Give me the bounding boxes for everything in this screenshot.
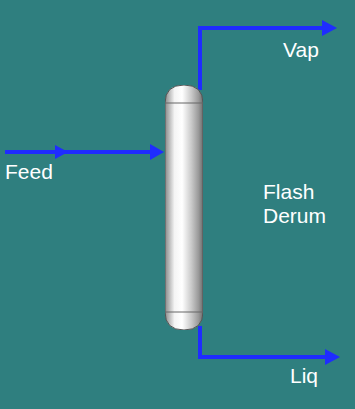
flash-drum: Flash Derum: [165, 85, 203, 330]
feed-line: [5, 150, 152, 154]
arrow-head: [150, 144, 164, 160]
vessel-seam: [165, 312, 203, 313]
stream-label: Feed: [5, 160, 53, 184]
vessel-seam: [165, 103, 203, 104]
vapour-line: [200, 28, 324, 90]
arrow-head: [322, 20, 337, 36]
equipment-name: Flash Derum: [263, 180, 339, 228]
arrow-head: [325, 349, 340, 365]
vessel-outline: [165, 85, 203, 330]
liquid-line: [200, 326, 327, 357]
vessel-body: [165, 85, 203, 330]
stream-label: Liq: [290, 364, 318, 388]
stream-label: Vap: [283, 38, 319, 62]
arrow-head: [55, 145, 68, 159]
